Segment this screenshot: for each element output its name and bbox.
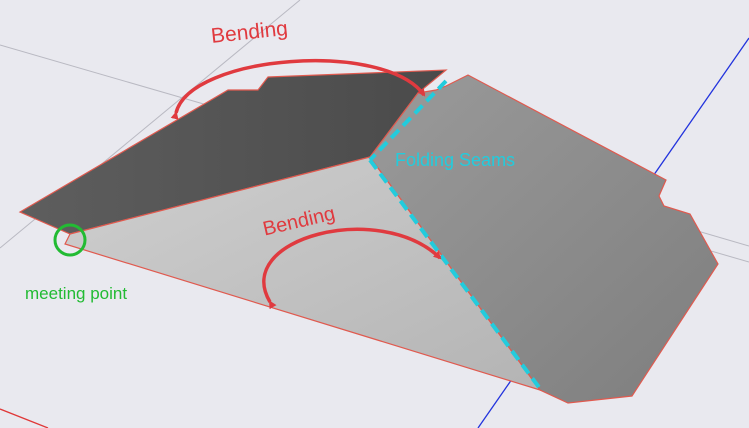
meeting-point-circle (53, 223, 87, 257)
folding-seam-lower (368, 158, 543, 392)
right-folded-face (369, 74, 719, 404)
folding-seam-upper (368, 79, 448, 162)
folding-seams-label: Folding Seams (395, 150, 516, 170)
bending-arrow-middle (262, 227, 442, 310)
red-axis-line (0, 408, 49, 428)
bending-arrow-top (170, 59, 426, 120)
meeting-point-label: meeting point (25, 284, 128, 303)
